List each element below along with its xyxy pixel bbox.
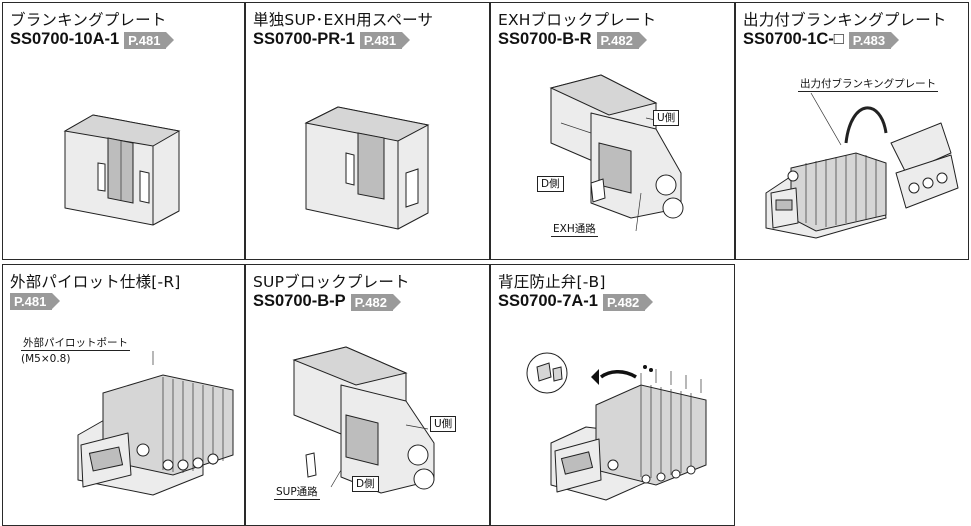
code-line: SS0700-PR-1 P.481 — [253, 30, 411, 49]
cell-title: 単独SUP･EXH用スペーサ — [253, 11, 434, 29]
exh-block-plate-illustration — [549, 74, 684, 232]
callout-u-side: U側 — [653, 110, 680, 126]
callout-exh-passage: EXH通路 — [551, 223, 598, 237]
part-code: SS0700-7A-1 — [498, 292, 598, 310]
code-line: P.481 — [10, 292, 61, 310]
code-line: SS0700-B-P P.482 — [253, 292, 402, 311]
callout-sup-passage: SUP通路 — [274, 486, 320, 500]
page-reference-link[interactable]: P.482 — [350, 293, 402, 311]
part-code: SS0700-10A-1 — [10, 30, 120, 48]
code-line: SS0700-7A-1 P.482 — [498, 292, 654, 311]
cell-title: SUPブロックプレート — [253, 273, 410, 291]
cell-backflow-check-valve: 背圧防止弁[-B] SS0700-7A-1 P.482 — [490, 264, 735, 526]
cell-title: 外部パイロット仕様[-R] — [10, 273, 181, 291]
cell-sup-block-plate: SUPブロックプレート SS0700-B-P P.482 U側 SUP通路 D側 — [245, 264, 490, 526]
part-code: SS0700-B-R — [498, 30, 592, 48]
cell-blanking-plate-with-output: 出力付ブランキングプレート SS0700-1C-□ P.483 出力付ブランキン… — [735, 2, 969, 260]
check-valve-manifold-illustration — [526, 352, 707, 501]
page-reference-link[interactable]: P.481 — [10, 293, 61, 310]
spacer-illustration — [304, 106, 430, 230]
callout-output-blanking-plate: 出力付ブランキングプレート — [798, 78, 939, 92]
page-reference-link[interactable]: P.482 — [602, 293, 654, 311]
cell-title: 背圧防止弁[-B] — [498, 273, 606, 291]
callout-port-size: (M5×0.8) — [21, 353, 71, 365]
callout-d-side: D側 — [537, 176, 564, 192]
page-reference-link[interactable]: P.481 — [124, 31, 175, 49]
cell-exh-block-plate: EXHブロックプレート SS0700-B-R P.482 U側 D側 EXH通路 — [490, 2, 735, 260]
callout-d-side: D側 — [352, 476, 379, 492]
cell-title: ブランキングプレート — [10, 11, 167, 29]
page-reference-link[interactable]: P.482 — [596, 31, 648, 49]
part-code: SS0700-1C-□ — [743, 30, 844, 48]
callout-u-side: U側 — [430, 416, 457, 432]
external-pilot-manifold-illustration — [77, 351, 234, 496]
cell-blanking-plate: ブランキングプレート SS0700-10A-1 P.481 — [2, 2, 245, 260]
manifold-with-output-illustration — [765, 92, 959, 239]
cell-external-pilot: 外部パイロット仕様[-R] P.481 外部パイロットポート (M5×0.8) — [2, 264, 245, 526]
blanking-plate-illustration — [63, 114, 181, 226]
cell-title: EXHブロックプレート — [498, 11, 657, 29]
sup-block-plate-illustration — [292, 346, 435, 494]
part-code: SS0700-PR-1 — [253, 30, 355, 48]
cell-spacer: 単独SUP･EXH用スペーサ SS0700-PR-1 P.481 — [245, 2, 490, 260]
code-line: SS0700-B-R P.482 — [498, 30, 648, 49]
code-line: SS0700-1C-□ P.483 — [743, 30, 900, 49]
part-code: SS0700-B-P — [253, 292, 346, 310]
cell-title: 出力付ブランキングプレート — [743, 11, 947, 29]
page-reference-link[interactable]: P.481 — [359, 31, 411, 49]
page-reference-link[interactable]: P.483 — [848, 31, 900, 49]
callout-external-pilot-port: 外部パイロットポート — [21, 337, 130, 351]
code-line: SS0700-10A-1 P.481 — [10, 30, 175, 49]
